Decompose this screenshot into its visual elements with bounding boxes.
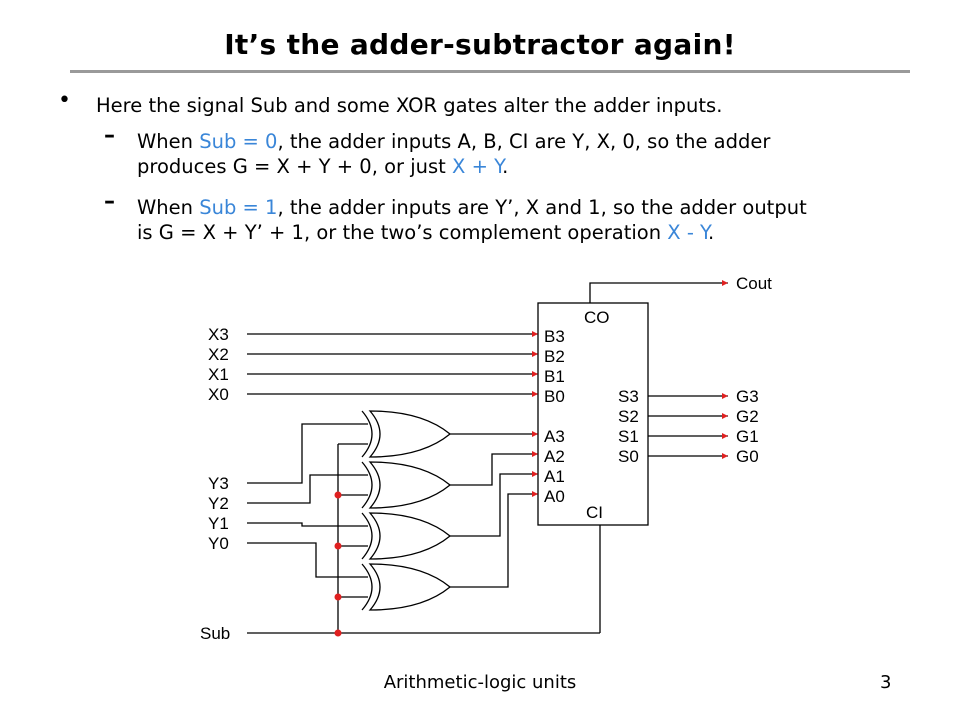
highlight-sub1: Sub = 1 xyxy=(199,196,278,219)
cout-label: Cout xyxy=(736,274,772,293)
text-run: produces G = X + Y + 0, or just xyxy=(137,155,453,178)
g3-label: G3 xyxy=(736,387,759,406)
ci-pin-label: CI xyxy=(586,503,603,522)
xor-gate-0 xyxy=(361,563,451,611)
y0-wire xyxy=(247,542,368,578)
pin-arrow xyxy=(532,491,538,497)
sub-bullet-2-line-1: When Sub = 1, the adder inputs are Y’, X… xyxy=(137,196,807,220)
y1-wire xyxy=(247,522,368,527)
pin-arrow xyxy=(532,351,538,357)
s0-pin-label: S0 xyxy=(618,447,639,466)
co-pin-label: CO xyxy=(584,308,610,327)
b0-pin-label: B0 xyxy=(544,387,565,406)
junction-dot xyxy=(334,629,342,637)
adder-block xyxy=(537,302,649,526)
x0-label: X0 xyxy=(208,385,229,404)
junction-dot xyxy=(334,491,342,499)
a0-pin-label: A0 xyxy=(544,487,565,506)
xor-gate-2 xyxy=(361,461,451,509)
pin-arrow xyxy=(532,331,538,337)
junction-dots xyxy=(334,491,342,637)
output-arrow xyxy=(722,433,728,439)
pin-arrow xyxy=(532,371,538,377)
a1-pin-label: A1 xyxy=(544,467,565,486)
wire-end-markers xyxy=(532,280,728,497)
x1-label: X1 xyxy=(208,365,229,384)
cout-wire xyxy=(589,282,728,303)
output-arrow xyxy=(722,280,728,286)
b1-pin-label: B1 xyxy=(544,367,565,386)
bullet-marker: • xyxy=(58,88,71,113)
text-run: . xyxy=(502,155,509,178)
output-arrow xyxy=(722,413,728,419)
dash-marker: – xyxy=(104,123,115,148)
y0-label: Y0 xyxy=(208,534,229,553)
b3-pin-label: B3 xyxy=(544,327,565,346)
output-arrow xyxy=(722,393,728,399)
x3-label: X3 xyxy=(208,325,229,344)
pin-arrow xyxy=(532,471,538,477)
dash-marker: – xyxy=(104,189,115,214)
sub-bullet-2-line-2: is G = X + Y’ + 1, or the two’s compleme… xyxy=(137,221,714,245)
xor0-to-a0-wire xyxy=(450,493,538,588)
text-run: , the adder inputs are Y’, X and 1, so t… xyxy=(277,196,807,219)
y1-label: Y1 xyxy=(208,514,229,533)
sub-bullet-1-line-1: When Sub = 0, the adder inputs A, B, CI … xyxy=(137,130,770,154)
output-arrow xyxy=(722,453,728,459)
xor-gate-3 xyxy=(361,410,451,458)
text-run: is G = X + Y’ + 1, or the two’s compleme… xyxy=(137,221,668,244)
xor1-to-a1-wire xyxy=(450,473,538,537)
text-run: When xyxy=(137,130,200,153)
s1-pin-label: S1 xyxy=(618,427,639,446)
g0-label: G0 xyxy=(736,447,759,466)
page-number: 3 xyxy=(880,672,892,693)
slide-title: It’s the adder-subtractor again! xyxy=(224,28,736,61)
y2-wire xyxy=(247,474,368,504)
bullet-text: Here the signal Sub and some XOR gates a… xyxy=(96,94,723,117)
text-run: When xyxy=(137,196,200,219)
x2-label: X2 xyxy=(208,345,229,364)
highlight-x-plus-y: X + Y xyxy=(452,155,503,178)
g2-label: G2 xyxy=(736,407,759,426)
s2-pin-label: S2 xyxy=(618,407,639,426)
a2-pin-label: A2 xyxy=(544,447,565,466)
sub-label: Sub xyxy=(200,624,230,643)
footer-title: Arithmetic-logic units xyxy=(383,672,577,693)
g1-label: G1 xyxy=(736,427,759,446)
pin-arrow xyxy=(532,451,538,457)
junction-dot xyxy=(334,542,342,550)
text-run: . xyxy=(708,221,715,244)
y3-wire xyxy=(247,423,368,484)
b2-pin-label: B2 xyxy=(544,347,565,366)
y3-label: Y3 xyxy=(208,474,229,493)
pin-arrow xyxy=(532,391,538,397)
title-underline xyxy=(70,70,910,73)
a3-pin-label: A3 xyxy=(544,427,565,446)
y2-label: Y2 xyxy=(208,494,229,513)
highlight-sub0: Sub = 0 xyxy=(199,130,278,153)
highlight-x-minus-y: X - Y xyxy=(667,221,709,244)
sub-bullet-1-line-2: produces G = X + Y + 0, or just X + Y. xyxy=(137,155,508,179)
xor2-to-a2-wire xyxy=(450,453,538,486)
s3-pin-label: S3 xyxy=(618,387,639,406)
junction-dot xyxy=(334,593,342,601)
pin-arrow xyxy=(532,431,538,437)
text-run: , the adder inputs A, B, CI are Y, X, 0,… xyxy=(277,130,771,153)
xor-gate-1 xyxy=(361,512,451,560)
